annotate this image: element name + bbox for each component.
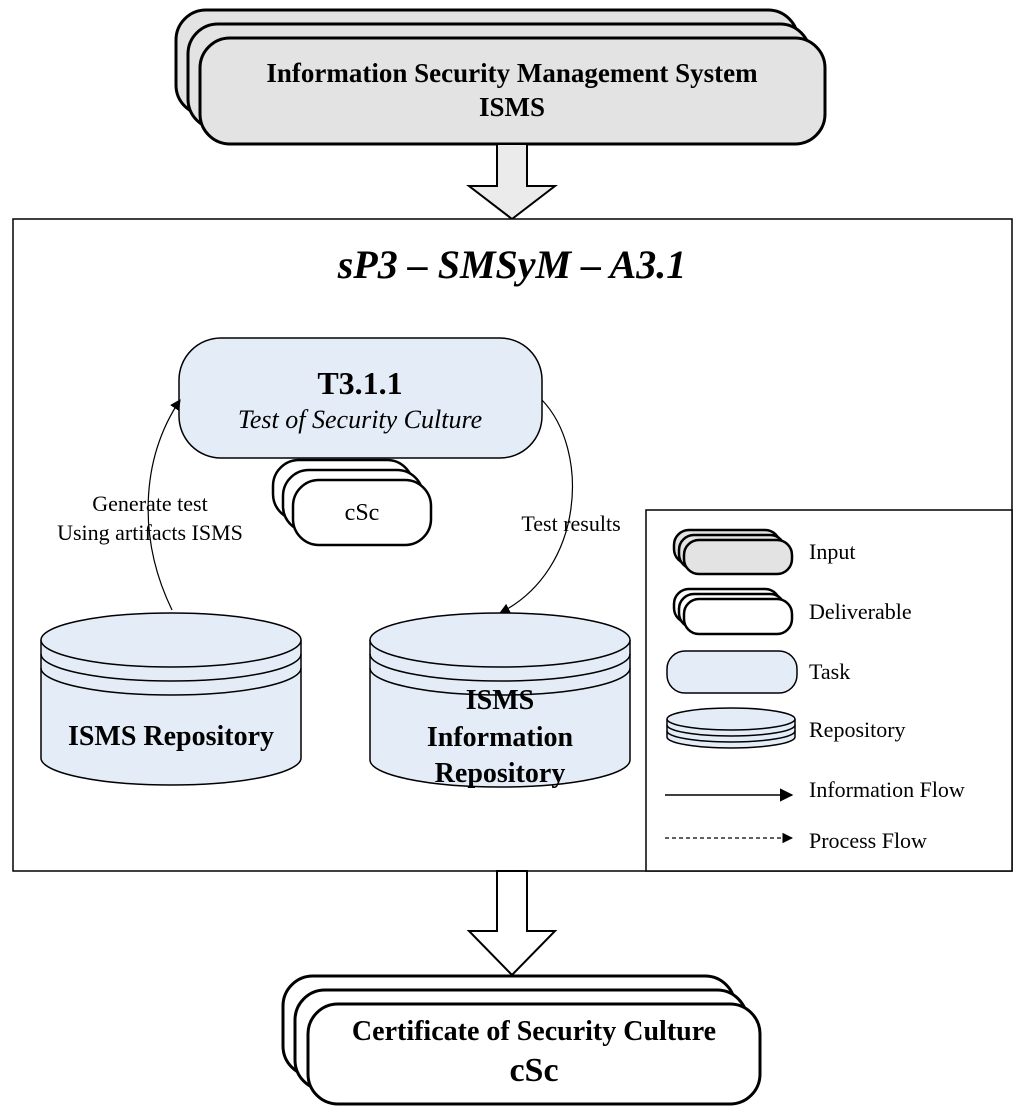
repo-info-line3: Repository bbox=[435, 758, 566, 789]
legend-task-icon bbox=[666, 650, 798, 694]
input-block-arrow bbox=[466, 143, 558, 221]
process-title: sP3 – SMSyM – A3.1 bbox=[337, 242, 687, 287]
output-certificate-line1: Certificate of Security Culture bbox=[352, 1016, 716, 1047]
right-flow-label: Test results bbox=[521, 511, 620, 536]
repo-isms: ISMS Repository bbox=[40, 612, 302, 786]
legend-deliverable-label: Deliverable bbox=[809, 599, 912, 624]
output-certificate-line2: cSc bbox=[509, 1052, 558, 1089]
legend-process-flow-label: Process Flow bbox=[809, 828, 927, 853]
output-block-arrow bbox=[466, 870, 558, 977]
legend-repository-icon bbox=[666, 707, 796, 749]
legend-task-label: Task bbox=[809, 659, 850, 684]
repo-info-line2: Information bbox=[427, 722, 574, 753]
task-t311: T3.1.1 Test of Security Culture bbox=[178, 337, 543, 459]
input-isms-line1: Information Security Management System bbox=[266, 58, 758, 88]
left-flow-label-line1: Generate test bbox=[92, 491, 207, 516]
input-isms-stack: Information Security Management System I… bbox=[174, 8, 827, 146]
repo-info-line1: ISMS bbox=[466, 685, 534, 716]
deliverable-csc-label: cSc bbox=[345, 500, 380, 526]
deliverable-csc-stack: cSc bbox=[271, 458, 433, 547]
task-name: Test of Security Culture bbox=[238, 405, 482, 434]
output-certificate-stack: Certificate of Security Culture cSc bbox=[281, 974, 762, 1106]
legend-information-flow-label: Information Flow bbox=[809, 777, 965, 802]
input-isms-line2: ISMS bbox=[479, 92, 545, 122]
legend: Input Deliverable Task Repository Inform… bbox=[645, 509, 1013, 872]
repo-isms-label: ISMS Repository bbox=[68, 721, 274, 752]
legend-repository-label: Repository bbox=[809, 717, 906, 742]
left-flow-label-line2: Using artifacts ISMS bbox=[57, 520, 243, 545]
legend-input-icon bbox=[672, 528, 794, 576]
legend-deliverable-icon bbox=[672, 587, 794, 636]
repo-isms-information: ISMS Information Repository bbox=[369, 612, 631, 789]
right-information-flow bbox=[499, 399, 574, 614]
left-information-flow bbox=[147, 399, 181, 611]
legend-input-label: Input bbox=[809, 539, 855, 564]
task-id: T3.1.1 bbox=[317, 365, 402, 401]
